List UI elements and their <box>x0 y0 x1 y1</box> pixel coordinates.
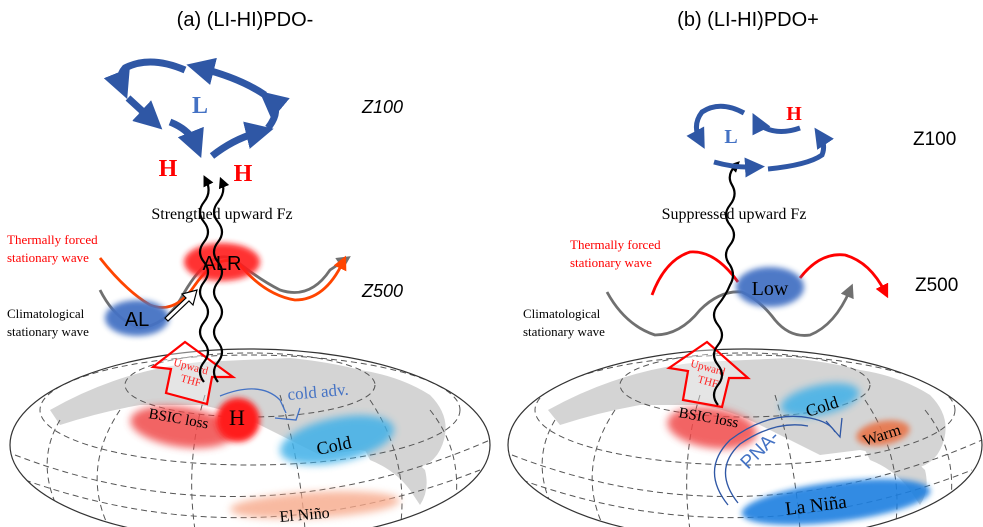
wave-flux-b <box>712 161 740 406</box>
upward-thf-arrow-b <box>666 340 751 409</box>
al-blob <box>105 300 169 336</box>
thf-label-b-line2: THF <box>696 374 719 391</box>
alr-blob <box>184 243 260 281</box>
thermal-wave-label-b-2: stationary wave <box>570 255 652 270</box>
cold-blob-a <box>280 415 394 465</box>
cold-blob-b <box>780 383 860 417</box>
al-to-alr-arrow <box>164 289 198 322</box>
clim-wave-label-a-2: stationary wave <box>7 324 89 339</box>
el-nino-blob <box>230 491 400 519</box>
z100-high-right-label-a: H <box>234 161 253 187</box>
thermal-wave-label-a-1: Thermally forced <box>7 232 98 247</box>
climatological-wave-b <box>605 283 854 337</box>
pna-arrow <box>713 415 836 506</box>
flux-label-b: Suppressed upward Fz <box>662 206 807 223</box>
wave-flux-right <box>212 176 230 383</box>
bsic-blob-b <box>667 407 757 449</box>
panel-a: (a) (LI-HI)PDO- <box>7 9 491 527</box>
level-z500-b: Z500 <box>915 275 958 296</box>
level-z500-a: Z500 <box>361 281 403 301</box>
thermal-wave-b-right <box>798 253 889 299</box>
el-nino-label: El Niño <box>279 505 331 526</box>
thermal-wave-label-a-2: stationary wave <box>7 250 89 265</box>
panel-a-title: (a) (LI-HI)PDO- <box>177 9 314 31</box>
alr-label: ALR <box>203 253 242 275</box>
thf-label-a-line2: THF <box>179 373 202 390</box>
cold-advection-arrow <box>219 388 287 414</box>
panel-b-title: (b) (LI-HI)PDO+ <box>677 9 819 31</box>
low-label: Low <box>752 278 789 300</box>
level-z100-b: Z100 <box>913 129 956 150</box>
z100-high-label-b: H <box>786 103 802 125</box>
clim-wave-label-b-2: stationary wave <box>523 324 605 339</box>
z100-low-label-a: L <box>192 93 208 119</box>
graticule-a <box>14 352 490 527</box>
thermal-wave-label-b-1: Thermally forced <box>570 237 661 252</box>
panel-b: (b) (LI-HI)PDO+ <box>507 9 983 527</box>
bsic-blob-a <box>130 405 234 449</box>
thermal-wave-b-left <box>650 250 740 296</box>
low-blob <box>736 267 804 307</box>
la-nina-blob <box>741 479 931 525</box>
al-label: AL <box>125 309 149 331</box>
upward-thf-arrow-a <box>150 340 237 406</box>
wave-flux-left <box>198 175 214 383</box>
globe-b-outline <box>507 348 983 527</box>
warm-blob <box>856 420 910 446</box>
z100-circulation-a <box>103 57 290 159</box>
level-z100-a: Z100 <box>361 97 403 117</box>
high-blob-a <box>216 398 260 442</box>
clim-wave-label-b-1: Climatological <box>523 306 601 321</box>
z100-circulation-b <box>686 103 834 178</box>
surface-high-label-a: H <box>229 405 245 430</box>
flux-label-a: Strengthed upward Fz <box>151 206 292 223</box>
globe-a-outline <box>9 348 491 527</box>
z100-high-left-label-a: H <box>159 156 178 182</box>
clim-wave-label-a-1: Climatological <box>7 306 85 321</box>
z100-low-label-b: L <box>724 126 737 148</box>
